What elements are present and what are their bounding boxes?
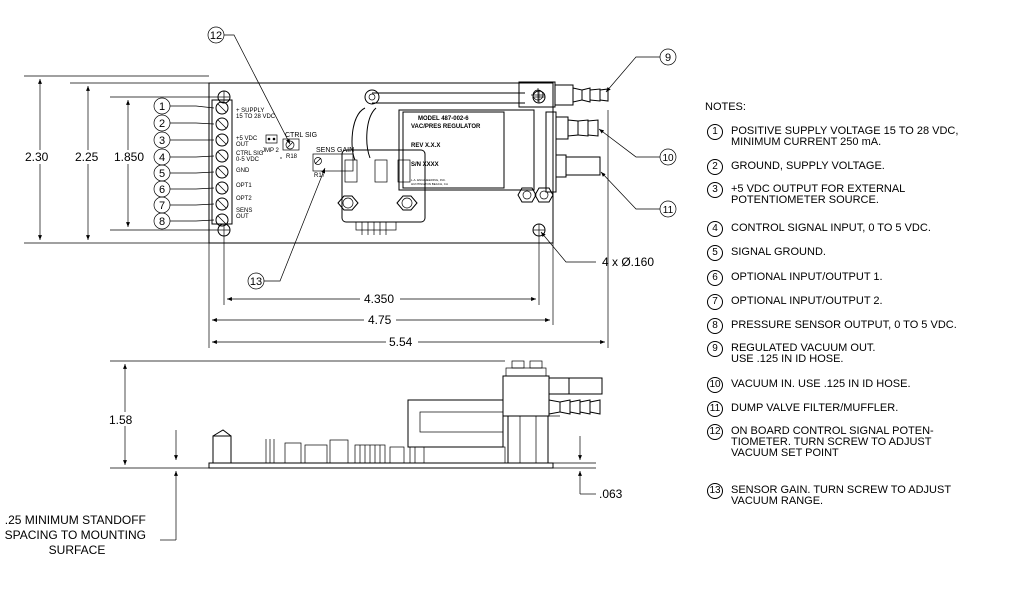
svg-text:12: 12 [210,30,222,42]
valve-pins [355,221,397,235]
output-nut [517,187,537,203]
dim-board-length: 4.75 [368,313,392,327]
valve-bracket [341,149,426,223]
muffler [555,154,601,178]
regulator-maker: L.A. ENGINEERING, INC. [411,178,446,182]
terminal-block [211,99,233,225]
dim-overall-length: 5.54 [389,335,413,349]
callout-3: 3 [153,131,171,149]
callout-6: 6 [153,180,171,198]
pcb-side [208,462,554,469]
manifold-side [502,375,550,417]
side-view: 1.58 .25 MINIMUM STANDOFF SPACING TO MOU… [5,360,623,557]
regulator-city: HUNTINGTON BEACH, CA [411,182,448,186]
barb-fitting-out [554,84,609,106]
callout-2: 2 [153,114,171,132]
pcb-outline [208,82,554,244]
ctrl-sig-label: CTRL SIG [285,132,317,139]
svg-text:10: 10 [662,153,674,164]
svg-text:3: 3 [159,135,165,147]
output-nut [534,187,554,203]
svg-text:2: 2 [159,118,165,130]
regulator-sn: S/N XXXX [411,162,439,168]
terminal-label-opt2: OPT2 [236,196,252,202]
jumper-label: JMP 2 [262,148,280,154]
terminal-label-gnd: GND [236,168,250,174]
barb-fitting-in [555,116,599,140]
regulator-rev: REV X.X.X [411,143,440,149]
terminal-screws [215,101,229,227]
regulator-model: MODEL 487-002-6 [418,116,469,122]
callout-12: 12 [207,26,225,44]
r17-label: R17 [314,173,326,179]
svg-text:11: 11 [663,205,674,216]
mounting-hole [217,90,231,104]
regulator-side [407,399,504,448]
terminal-label-opt1: OPT1 [236,183,252,189]
callout-10: 10 [659,148,677,166]
notes-title: NOTES: [705,101,746,113]
valve-nut [396,195,418,211]
svg-text:8: 8 [159,216,165,228]
dim-standoff: .25 MINIMUM STANDOFF SPACING TO MOUNTING… [5,513,150,557]
svg-text:7: 7 [159,200,165,212]
callout-7: 7 [153,196,171,214]
jumper [265,134,278,144]
dim-hole-spacing-v: 1.850 [114,150,144,164]
callout-4: 4 [153,148,171,166]
svg-text:9: 9 [665,52,671,64]
svg-text:13: 13 [250,276,262,288]
svg-text:4: 4 [159,152,165,164]
side-barb-2 [548,399,601,415]
svg-text:6: 6 [159,184,165,196]
dim-hole-spacing-h: 4.350 [364,292,394,306]
regulator-name: VAC/PRES REGULATOR [411,124,481,130]
sens-gain-label: SENS GAIN [316,147,354,154]
valve-nut [337,195,359,211]
regulator-body [398,109,535,191]
callout-8: 8 [153,212,171,230]
callout-11: 11 [659,200,677,218]
callout-leaders [170,105,215,222]
side-barb-1 [548,377,603,395]
r18-label: R18 [286,154,298,160]
svg-text:1: 1 [159,101,165,113]
dim-overall-height: 2.30 [25,150,49,164]
mounting-hole [532,90,546,104]
svg-text:5: 5 [159,168,165,180]
dim-board-height: 2.25 [75,150,99,164]
dim-board-thickness: .063 [599,487,623,501]
callout-13: 13 [247,272,265,290]
callout-5: 5 [153,164,171,182]
dim-profile-height: 1.58 [109,413,133,427]
sens-gain-pot [312,153,354,172]
dim-mount-holes: 4 x Ø.160 [602,255,654,269]
callout-1: 1 [153,97,171,115]
tube-fitting [364,89,380,105]
ctrl-sig-pot [282,138,300,151]
callout-9: 9 [659,48,677,66]
